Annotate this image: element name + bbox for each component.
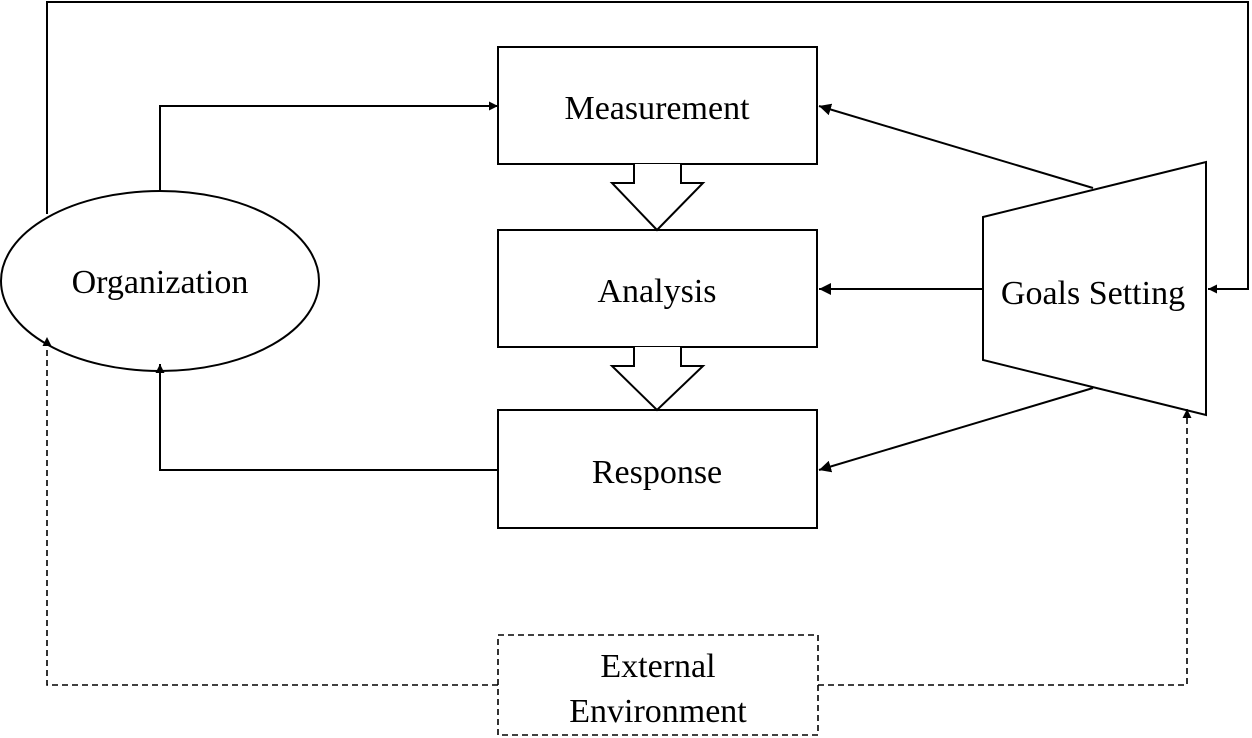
measurement-box [497, 46, 818, 165]
goals-setting-trapezoid [982, 160, 1207, 417]
analysis-to-response-block-arrow [609, 347, 706, 412]
response-to-organization-arrow [155, 364, 498, 471]
analysis-box [497, 229, 818, 348]
goals-to-measurement-arrow [818, 103, 1094, 189]
organization-to-measurement-arrow [159, 101, 498, 191]
external-environment-label-line2: Environment [569, 693, 747, 730]
measurement-to-analysis-block-arrow [609, 164, 706, 232]
organization-to-goals-feedback-arrow [46, 1, 1249, 294]
analysis-label: Analysis [598, 273, 717, 310]
organization-label: Organization [72, 264, 249, 301]
external-to-organization-arrow [42, 337, 498, 686]
response-label: Response [592, 454, 722, 491]
goals-to-response-arrow [818, 387, 1094, 473]
goals-setting-label: Goals Setting [1001, 275, 1185, 312]
external-environment-label-line1: External [600, 648, 715, 685]
external-to-goals-arrow [818, 409, 1192, 686]
measurement-label: Measurement [564, 90, 750, 127]
